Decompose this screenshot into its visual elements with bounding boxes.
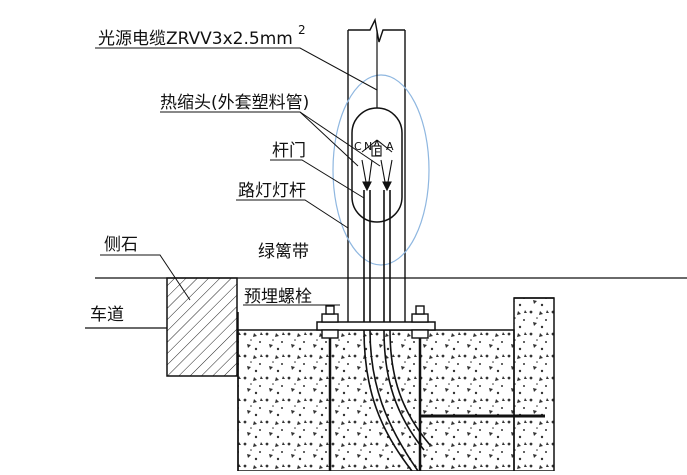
pole-door-label: 杆门: [272, 141, 306, 161]
leader-heat-shrink-1: [160, 111, 359, 167]
terminal-n-label: N: [364, 140, 372, 153]
anchor-bolt-label: 预埋螺栓: [244, 287, 312, 307]
heat-shrink-capsule: [351, 107, 403, 223]
base-plate: [316, 321, 436, 331]
terminal-a-label: A: [386, 140, 394, 153]
terminal-e-label: E: [374, 146, 381, 159]
curb-stone: [166, 277, 238, 377]
leader-cable: [95, 47, 378, 91]
leader-lines: [95, 47, 381, 306]
heat-shrink-label: 热缩头(外套塑料管): [160, 93, 309, 113]
lamp-pole-label: 路灯灯杆: [238, 181, 306, 201]
concrete-foundation: [237, 312, 515, 472]
underground-cables: [363, 190, 431, 472]
green-belt-label: 绿篱带: [258, 242, 309, 262]
leader-lamp-pole: [236, 199, 349, 229]
anchor-bolts: [321, 305, 429, 471]
right-side-block: [513, 297, 555, 472]
terminal-block: [361, 139, 393, 192]
cable-superscript: 2: [298, 23, 306, 37]
leader-curb: [100, 254, 191, 301]
curb-label: 侧石: [104, 235, 138, 255]
highlight-ellipse: [332, 74, 430, 266]
leader-pole-door: [270, 159, 365, 199]
roadway-label: 车道: [90, 305, 124, 325]
terminal-c-label: C: [354, 140, 362, 153]
cable-label: 光源电缆ZRVV3x2.5mm: [98, 29, 293, 49]
